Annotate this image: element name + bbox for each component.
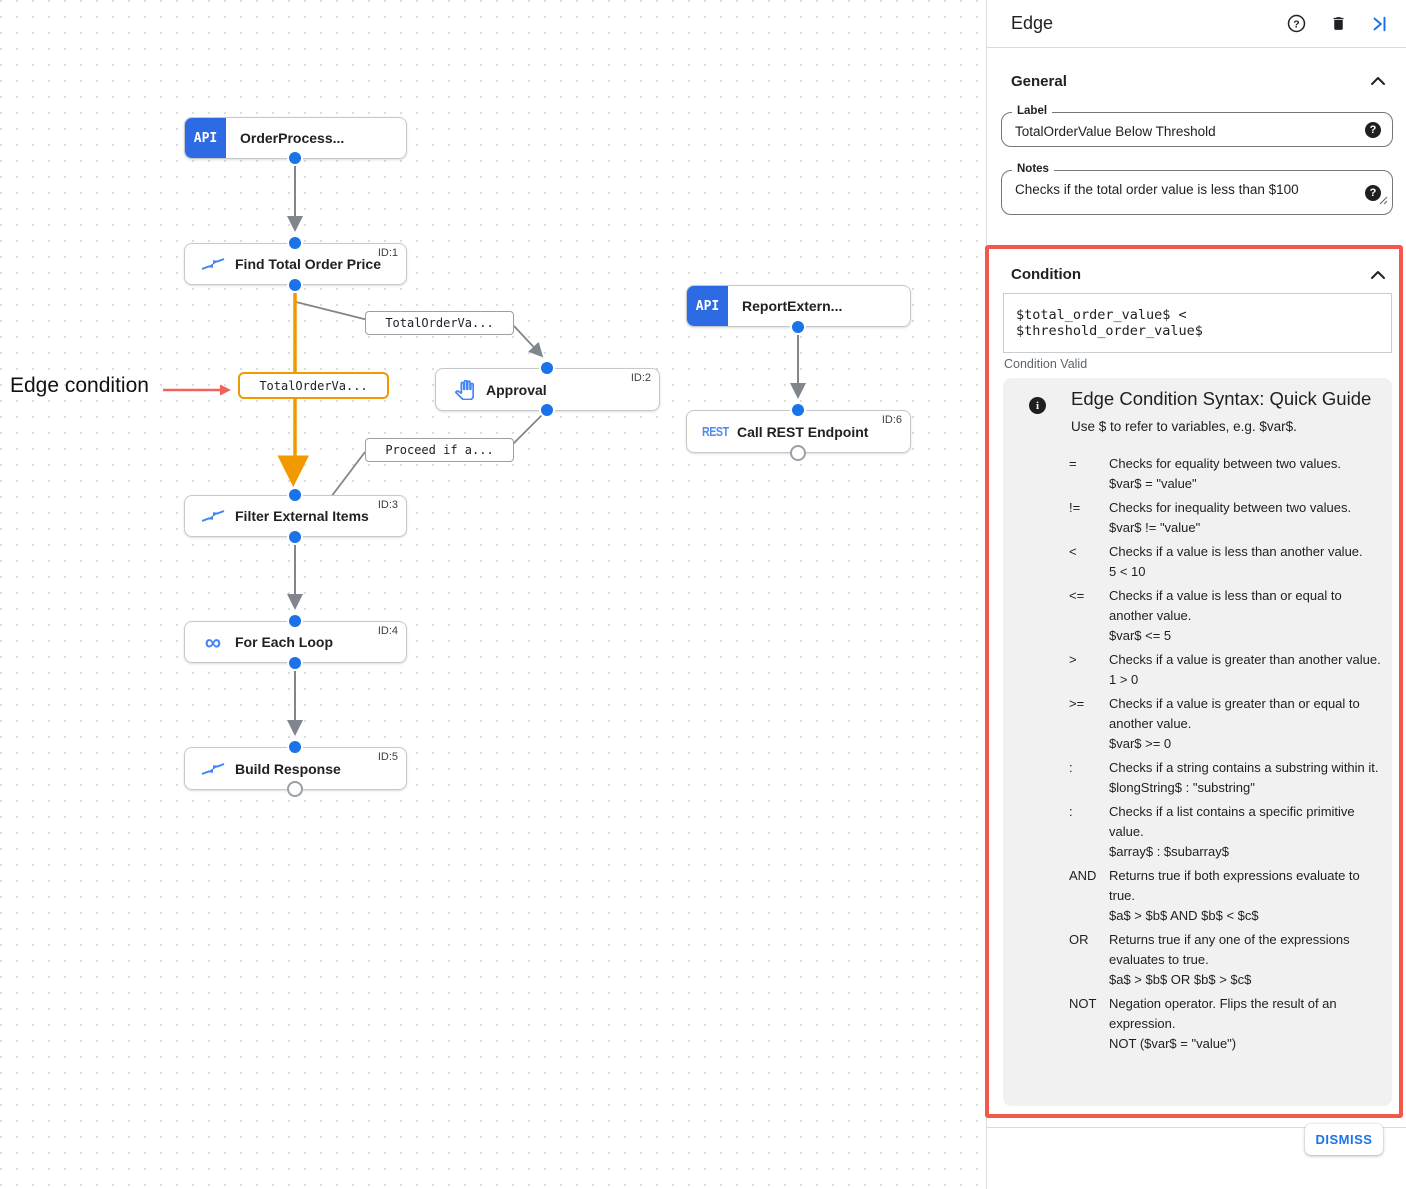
edge-properties-panel: Edge ? General Label TotalOrderValue Bel… xyxy=(986,0,1406,1189)
condition-syntax-guide: i Edge Condition Syntax: Quick Guide Use… xyxy=(1003,378,1392,1106)
guide-subtitle: Use $ to refer to variables, e.g. $var$. xyxy=(1071,419,1297,434)
guide-row: >Checks if a value is greater than anoth… xyxy=(1069,652,1381,687)
annotation-edge-condition: Edge condition xyxy=(10,374,149,397)
node-label: Approval xyxy=(486,381,547,398)
guide-rows: =Checks for equality between two values.… xyxy=(1069,454,1386,1058)
footer-divider xyxy=(986,1127,1406,1128)
node-id: ID:1 xyxy=(377,247,398,259)
node-find-total-order-price[interactable]: ID:1 Find Total Order Price xyxy=(184,243,407,285)
data-mapping-icon xyxy=(199,761,227,777)
panel-header: Edge ? xyxy=(987,0,1406,48)
node-build-response[interactable]: ID:5 Build Response xyxy=(184,747,407,790)
api-trigger-badge: API xyxy=(185,118,226,158)
node-label: For Each Loop xyxy=(235,634,333,650)
node-for-each-loop[interactable]: ID:4 ∞ For Each Loop xyxy=(184,621,407,663)
guide-row: <Checks if a value is less than another … xyxy=(1069,544,1363,579)
general-section-heading: General xyxy=(1011,73,1067,90)
connection-ports xyxy=(287,150,806,797)
flow-edges xyxy=(277,158,806,736)
guide-row: :Checks if a string contains a substring… xyxy=(1069,760,1379,795)
hand-icon xyxy=(450,379,478,400)
notes-field-value[interactable]: Checks if the total order value is less … xyxy=(1015,182,1299,197)
notes-field-label: Notes xyxy=(1012,163,1054,175)
field-help-icon[interactable]: ? xyxy=(1365,122,1381,138)
node-label: Build Response xyxy=(235,760,341,777)
label-field-label: Label xyxy=(1012,105,1053,117)
guide-row: :Checks if a list contains a specific pr… xyxy=(1069,804,1355,859)
resize-grip-icon[interactable] xyxy=(1379,192,1388,210)
chevron-up-icon[interactable] xyxy=(1370,74,1386,92)
node-filter-external-items[interactable]: ID:3 Filter External Items xyxy=(184,495,407,537)
guide-row: !=Checks for inequality between two valu… xyxy=(1069,500,1352,535)
help-icon[interactable]: ? xyxy=(1286,14,1306,34)
guide-row: =Checks for equality between two values.… xyxy=(1069,456,1341,491)
node-id: ID:2 xyxy=(630,372,651,384)
node-id: ID:6 xyxy=(881,414,902,426)
edge-label-totalordervalue[interactable]: TotalOrderVa... xyxy=(365,311,514,335)
guide-row: >=Checks if a value is greater than or e… xyxy=(1069,696,1360,751)
guide-title: Edge Condition Syntax: Quick Guide xyxy=(1071,388,1372,409)
label-field-value[interactable]: TotalOrderValue Below Threshold xyxy=(1015,124,1216,139)
chevron-up-icon[interactable] xyxy=(1370,268,1386,286)
dismiss-button[interactable]: DISMISS xyxy=(1305,1124,1383,1155)
node-id: ID:4 xyxy=(377,625,398,637)
node-label: OrderProcess... xyxy=(240,130,345,146)
edge-label-totalordervalue-selected[interactable]: TotalOrderVa... xyxy=(238,372,389,399)
condition-section-heading: Condition xyxy=(1011,266,1081,283)
node-label: Call REST Endpoint xyxy=(737,423,869,440)
node-orderprocess[interactable]: API OrderProcess... xyxy=(184,117,407,159)
svg-text:?: ? xyxy=(1293,19,1299,30)
infinity-icon: ∞ xyxy=(204,628,222,655)
panel-title: Edge xyxy=(1011,13,1054,33)
notes-field[interactable]: Notes Checks if the total order value is… xyxy=(1001,163,1393,215)
node-label: Filter External Items xyxy=(235,508,369,524)
guide-row: <=Checks if a value is less than or equa… xyxy=(1069,588,1342,643)
node-label: ReportExtern... xyxy=(742,298,843,314)
field-help-icon[interactable]: ? xyxy=(1365,185,1381,201)
data-mapping-icon xyxy=(199,256,227,272)
api-trigger-badge: API xyxy=(687,286,728,326)
condition-status: Condition Valid xyxy=(1004,357,1088,371)
rest-icon: REST xyxy=(701,424,729,439)
annotation-arrow-icon xyxy=(163,384,231,396)
node-label: Find Total Order Price xyxy=(235,256,381,272)
info-icon: i xyxy=(1029,397,1046,414)
node-reportextern[interactable]: API ReportExtern... xyxy=(686,285,911,327)
collapse-panel-icon[interactable] xyxy=(1370,14,1390,34)
node-call-rest-endpoint[interactable]: ID:6 REST Call REST Endpoint xyxy=(686,410,911,453)
node-id: ID:5 xyxy=(377,751,398,763)
node-id: ID:3 xyxy=(377,499,398,511)
edge-label-proceed[interactable]: Proceed if a... xyxy=(365,438,514,462)
label-field[interactable]: Label TotalOrderValue Below Threshold ? xyxy=(1001,105,1393,147)
node-approval[interactable]: ID:2 Approval xyxy=(435,368,660,411)
delete-icon[interactable] xyxy=(1328,14,1348,34)
data-mapping-icon xyxy=(199,508,227,524)
condition-expression-input[interactable]: $total_order_value$ < $threshold_order_v… xyxy=(1003,293,1392,353)
flow-canvas[interactable]: API OrderProcess... ID:1 Find Total Orde… xyxy=(0,0,978,1189)
